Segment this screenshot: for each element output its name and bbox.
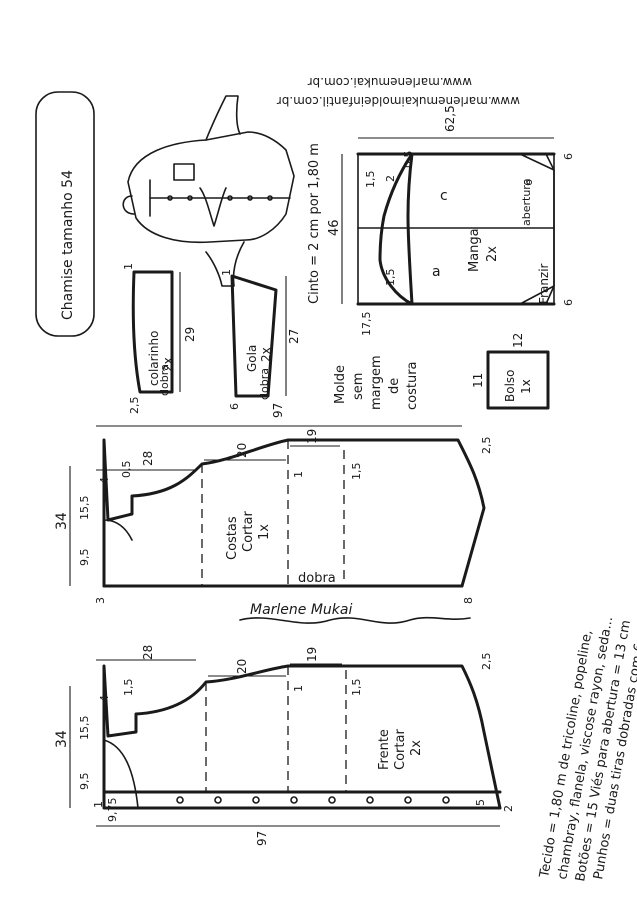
seam-allowance-note: Molde sem margem de costura	[333, 355, 420, 410]
back-small-4: 4	[98, 477, 111, 484]
front-neck: 9,5	[78, 773, 91, 791]
collar-label: Gola	[245, 345, 259, 372]
back-piece: 97 28 20 19 34 9,5 15,5 4 0,5 1 1,5 2,5 …	[54, 403, 493, 604]
title-block: Chamise tamanho 54	[35, 91, 95, 337]
back-fold: dobra	[298, 571, 336, 586]
molde-note-3: margem	[369, 355, 384, 410]
back-width: 34	[54, 512, 70, 530]
pocket-outline	[486, 350, 550, 410]
collar-stand-count: 2x	[161, 357, 175, 372]
sleeve-point-a: a	[432, 264, 441, 280]
pocket-height: 11	[471, 373, 485, 388]
sleeve-small-2: 2	[384, 175, 397, 182]
pocket-count: 1x	[519, 379, 533, 394]
molde-note-2: sem	[351, 373, 366, 400]
material-notes: Tecido = 1,80 m de tricoline, popeline, …	[537, 549, 637, 882]
sleeve-right-top: 6	[562, 153, 575, 160]
collar-length: 27	[287, 329, 301, 344]
shirt-sketch	[122, 95, 295, 287]
front-bottom-1: 1	[92, 801, 105, 808]
front-count: 2x	[409, 740, 424, 756]
sleeve-small-15-bottom: 1,5	[384, 269, 397, 287]
back-lower: 19	[305, 429, 319, 444]
front-middle: 20	[235, 659, 249, 674]
front-cut: Cortar	[393, 729, 408, 770]
sketch-pocket	[173, 163, 195, 181]
front-total: 97	[255, 831, 269, 846]
back-total: 97	[271, 403, 285, 418]
front-shoulder: 15,5	[78, 716, 91, 741]
front-edge-2: 2	[502, 805, 515, 812]
front-placket-5: 5	[474, 799, 487, 806]
front-width: 34	[54, 730, 70, 748]
collar-stand-length: 29	[183, 327, 197, 342]
front-placket-975: 9,75	[106, 798, 119, 823]
front-small-4: 4	[98, 695, 111, 702]
collar-top-mark: 1	[220, 269, 233, 276]
pocket-width: 12	[511, 333, 525, 348]
front-curve-15: 1,5	[122, 679, 135, 697]
front-upper: 28	[141, 645, 155, 660]
pocket-piece: Bolso 1x 12 11	[471, 333, 550, 410]
collar-stand-label: colarinho	[147, 331, 161, 386]
signature: Marlene Mukai	[250, 602, 352, 618]
back-upper: 28	[141, 451, 155, 466]
collar-count: 2x	[259, 347, 273, 362]
front-lower: 19	[305, 647, 319, 662]
back-neck: 9,5	[78, 549, 91, 567]
molde-note-5: costura	[405, 361, 420, 410]
collar-width: 6	[228, 403, 241, 410]
front-side-1: 1	[292, 685, 305, 692]
front-label: Frente	[377, 729, 392, 770]
back-shoulder: 15,5	[78, 496, 91, 521]
back-count: 1x	[257, 524, 272, 540]
collar-stand-width: 2,5	[128, 397, 141, 415]
sleeve-opening-label: abertura	[520, 178, 533, 226]
sleeve-gather-label: Franzir	[537, 263, 551, 304]
back-hem-25: 2,5	[480, 437, 493, 455]
website-line-2: www.marlenemukaimoldeinfantil.com.br	[277, 94, 520, 108]
sleeve-point-c: c	[440, 188, 448, 204]
button-row	[176, 796, 450, 804]
sleeve-top-width: 62,5	[443, 105, 457, 132]
collar-stand-fold: dobra	[158, 364, 171, 396]
molde-note-4: de	[387, 378, 402, 394]
back-cut: Cortar	[241, 511, 256, 552]
sleeve-height: 46	[327, 219, 342, 236]
page-title: Chamise tamanho 54	[60, 170, 76, 320]
back-bottom-8: 8	[462, 597, 475, 604]
sleeve-bottom-offset: 17,5	[360, 312, 373, 337]
sleeve-right-bottom: 6	[562, 299, 575, 306]
collar-fold: dobra	[258, 368, 271, 400]
back-bottom-3: 3	[94, 597, 107, 604]
back-label: Costas	[225, 516, 240, 560]
sleeve-curve-05: 0,5	[402, 151, 415, 169]
sleeve-small-15-top: 1,5	[364, 171, 377, 189]
back-curve-05: 0,5	[120, 461, 133, 479]
back-side-15: 1,5	[350, 463, 363, 481]
front-piece: 28 20 19 97 34 9,5 15,5 4 1,5 1 1,5 2,5 …	[54, 645, 515, 846]
molde-note-1: Molde	[333, 365, 348, 404]
website-line-1: www.marlenemukai.com.br	[308, 75, 472, 89]
front-side-15: 1,5	[350, 679, 363, 697]
websites: www.marlenemukai.com.br www.marlenemukai…	[277, 75, 520, 108]
back-middle: 20	[235, 443, 249, 458]
pocket-label: Bolso	[503, 369, 517, 402]
collar-stand-top-mark: 1	[122, 263, 135, 270]
sleeve-count: 2x	[485, 246, 500, 262]
title-frame	[35, 91, 95, 337]
collar-piece: Gola 2x 27 dobra 6 1	[220, 269, 301, 410]
collar-stand-piece: colarinho 2x 29 dobra 2,5 1	[122, 263, 197, 414]
signature-flourish	[239, 616, 471, 624]
belt-note: Cinto = 2 cm por 1,80 m	[307, 143, 322, 304]
front-hem-25: 2,5	[480, 653, 493, 671]
back-side-1: 1	[292, 471, 305, 478]
sleeve-label: Manga	[467, 228, 482, 272]
sleeve-opening-measure: 6	[522, 179, 535, 186]
sleeve-piece: c a Manga 2x Franzir abertura 6 62,5 46 …	[327, 105, 575, 336]
